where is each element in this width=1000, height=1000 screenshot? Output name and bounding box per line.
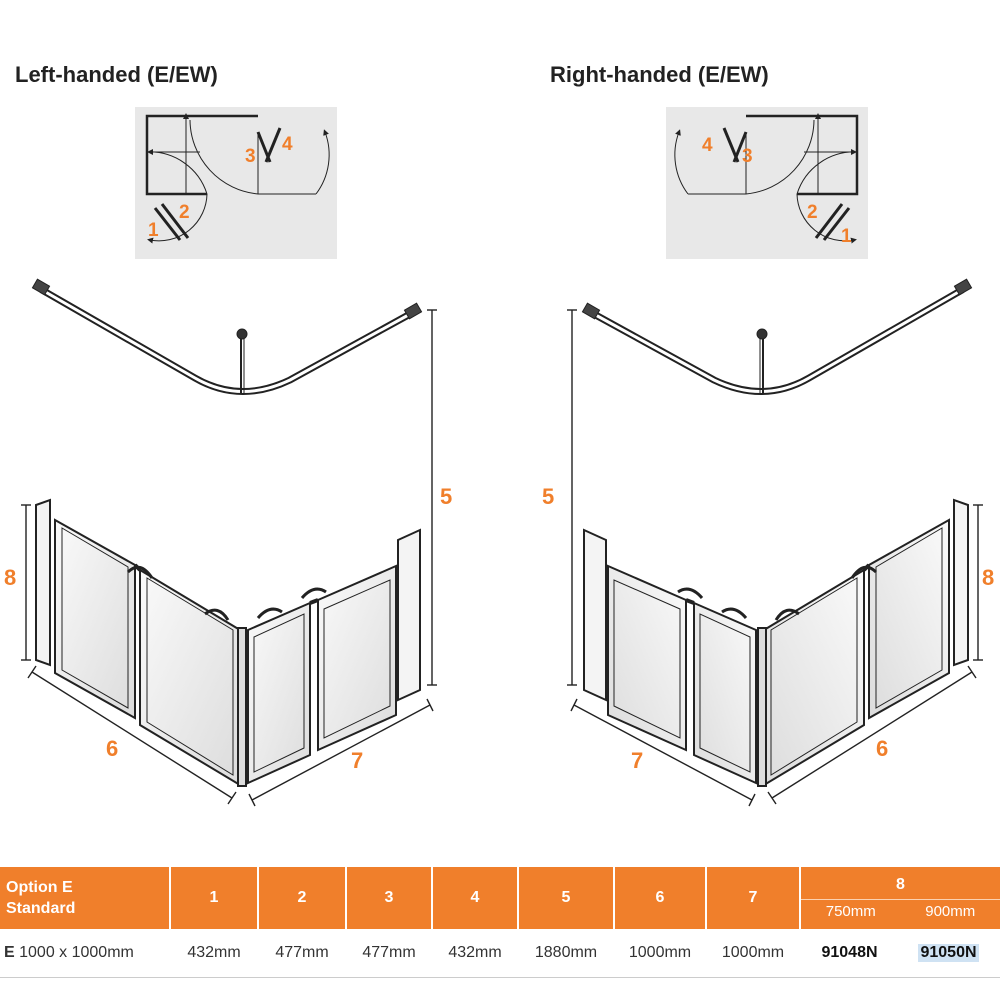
row-value-2: 477mm [258, 929, 346, 978]
shower-diagram: 1 2 3 4 1 2 3 4 [4, 113, 994, 807]
product-code-900[interactable]: 91050N [918, 944, 979, 962]
right-dim-label-5: 5 [542, 484, 554, 509]
right-dim-label-6: 6 [876, 736, 888, 761]
right-plan-label-3: 3 [742, 146, 753, 167]
header-col-1: 1 [170, 867, 259, 929]
row-option: E 1000 x 1000mm [0, 929, 170, 978]
left-plan-background [135, 107, 337, 259]
left-handed-heading: Left-handed (E/EW) [15, 62, 218, 87]
header-option: Option E Standard [0, 867, 171, 929]
table-row: E 1000 x 1000mm 432mm 477mm 477mm 432mm … [0, 929, 1000, 978]
left-plan-label-2: 2 [179, 202, 190, 223]
left-curtain-rail [31, 278, 423, 395]
right-plan-background [666, 107, 868, 259]
right-dim-label-8: 8 [982, 565, 994, 590]
header-option-label: Option E [6, 879, 73, 896]
left-plan-view [145, 113, 330, 244]
left-dim-label-6: 6 [106, 736, 118, 761]
row-value-1: 432mm [170, 929, 258, 978]
row-codes: 91048N 91050N [800, 929, 1000, 978]
right-plan-label-4: 4 [702, 135, 713, 156]
header-standard-label: Standard [6, 900, 76, 917]
header-sub-900: 900mm [925, 903, 976, 920]
right-curtain-rail [581, 278, 973, 395]
header-col-8: 8 750mm 900mm [800, 867, 1000, 929]
right-plan-label-1: 1 [841, 226, 852, 247]
right-shower-screens [583, 498, 969, 787]
left-plan-label-3: 3 [245, 146, 256, 167]
row-value-3: 477mm [346, 929, 432, 978]
right-dim-label-7: 7 [631, 748, 643, 773]
left-shower-screens [35, 498, 421, 787]
header-col-6: 6 [614, 867, 707, 929]
right-plan-label-2: 2 [807, 202, 818, 223]
header-sub-750: 750mm [825, 903, 876, 920]
left-plan-label-1: 1 [148, 220, 159, 241]
row-option-code: E [4, 944, 15, 961]
left-dimension-lines [21, 309, 437, 807]
header-col-5: 5 [518, 867, 615, 929]
table-header-row: Option E Standard 1 2 3 4 5 6 7 8 750mm … [0, 867, 1000, 929]
header-col-2: 2 [258, 867, 347, 929]
row-value-5: 1880mm [518, 929, 614, 978]
row-value-7: 1000mm [706, 929, 800, 978]
header-col-8-label: 8 [896, 876, 905, 893]
left-dim-label-7: 7 [351, 748, 363, 773]
row-size: 1000 x 1000mm [19, 944, 134, 961]
row-value-6: 1000mm [614, 929, 706, 978]
row-value-4: 432mm [432, 929, 518, 978]
right-dimension-lines [567, 309, 983, 807]
left-plan-label-4: 4 [282, 134, 293, 155]
right-handed-heading: Right-handed (E/EW) [550, 62, 769, 87]
product-code-750[interactable]: 91048N [821, 944, 878, 961]
specification-table: Option E Standard 1 2 3 4 5 6 7 8 750mm … [0, 867, 1000, 978]
header-col-7: 7 [706, 867, 801, 929]
header-col-4: 4 [432, 867, 519, 929]
left-dim-label-8: 8 [4, 565, 16, 590]
header-col-3: 3 [346, 867, 433, 929]
right-plan-view [674, 113, 859, 244]
left-dim-label-5: 5 [440, 484, 452, 509]
